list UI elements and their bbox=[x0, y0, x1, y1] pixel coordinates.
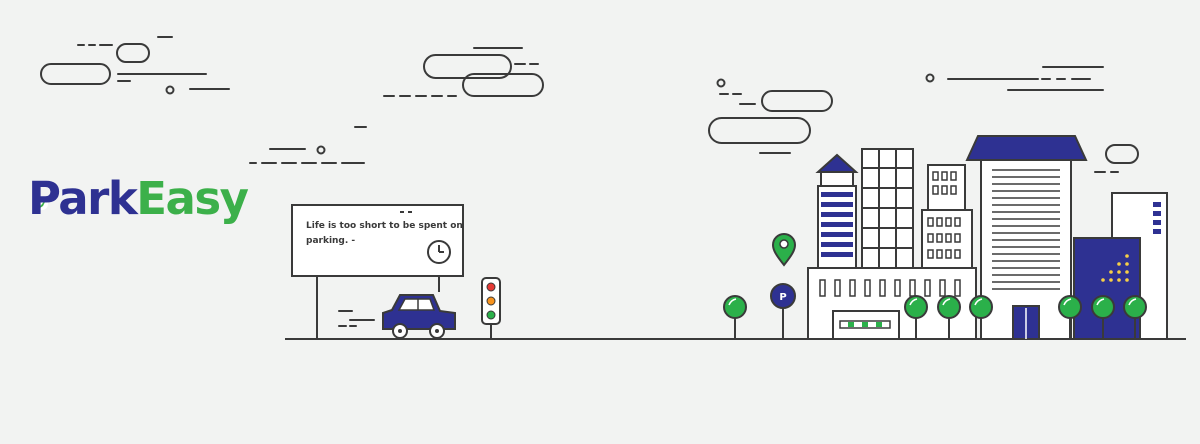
cloud-icon bbox=[462, 73, 544, 97]
cloud-icon bbox=[1105, 144, 1139, 164]
tree-icon bbox=[1091, 295, 1115, 339]
parking-sign-icon: P bbox=[770, 283, 796, 339]
window-tower bbox=[921, 164, 973, 269]
cloud-icon bbox=[423, 54, 512, 79]
brand-name-easy: Easy bbox=[136, 172, 249, 225]
location-pin-icon bbox=[771, 233, 797, 267]
compass-icon bbox=[36, 198, 48, 210]
tree-icon bbox=[723, 295, 747, 339]
blinds-tower bbox=[965, 135, 1088, 340]
tree-icon bbox=[904, 295, 928, 339]
tree-icon bbox=[1123, 295, 1147, 339]
cloud-icon bbox=[761, 90, 833, 112]
street-trees bbox=[904, 295, 1147, 339]
striped-tower bbox=[815, 153, 859, 269]
traffic-light-icon bbox=[481, 277, 501, 339]
tree-icon bbox=[937, 295, 961, 339]
sky-decoration bbox=[40, 36, 1139, 173]
cloud-icon bbox=[40, 63, 111, 85]
car-icon bbox=[338, 294, 456, 339]
brand-name-park: Park bbox=[28, 172, 138, 225]
cloud-icon bbox=[708, 117, 811, 144]
cloud-icon bbox=[116, 43, 150, 63]
brand-logo[interactable]: ParkEasy bbox=[28, 176, 249, 221]
grid-tower bbox=[861, 148, 914, 269]
buildings bbox=[807, 135, 1168, 340]
tree-icon bbox=[969, 295, 993, 339]
parking-garage bbox=[807, 267, 977, 340]
parking-sign-letter: P bbox=[779, 292, 786, 303]
tree-icon bbox=[1058, 295, 1082, 339]
clock-icon bbox=[427, 240, 451, 264]
navy-building bbox=[1073, 237, 1141, 340]
billboard bbox=[291, 204, 464, 339]
billboard-text: Life is too short to be spent on parking… bbox=[306, 221, 463, 246]
